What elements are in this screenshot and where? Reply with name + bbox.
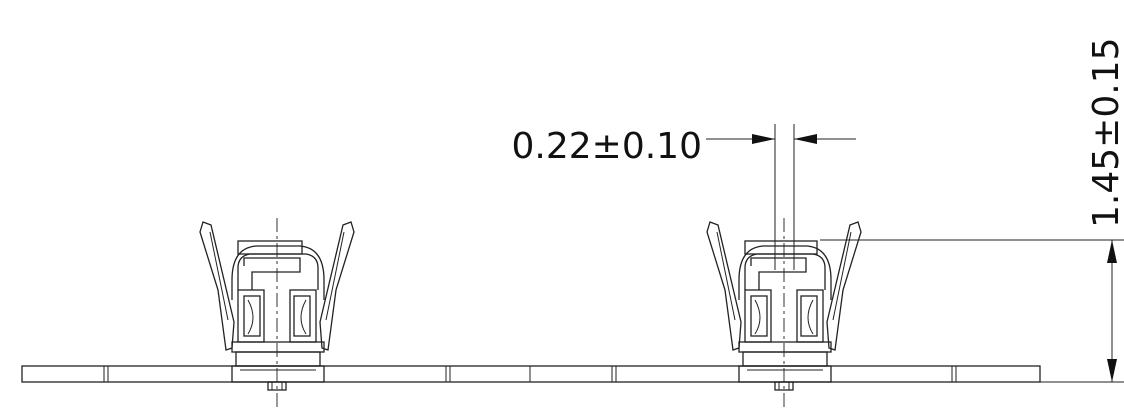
right-clip [706,218,862,411]
height-dimension-label: 1.45±0.15 [1086,38,1124,228]
gap-arrow-left [752,134,775,144]
height-arrow-top [1107,240,1117,263]
base-strip [21,365,1041,383]
left-clip [199,218,355,411]
height-dimension: 1.45±0.15 [820,38,1124,383]
gap-arrow-right [794,134,817,144]
gap-dimension-label: 0.22±0.10 [512,126,702,167]
gap-dimension: 0.22±0.10 [512,124,856,270]
height-arrow-bottom [1107,359,1117,382]
